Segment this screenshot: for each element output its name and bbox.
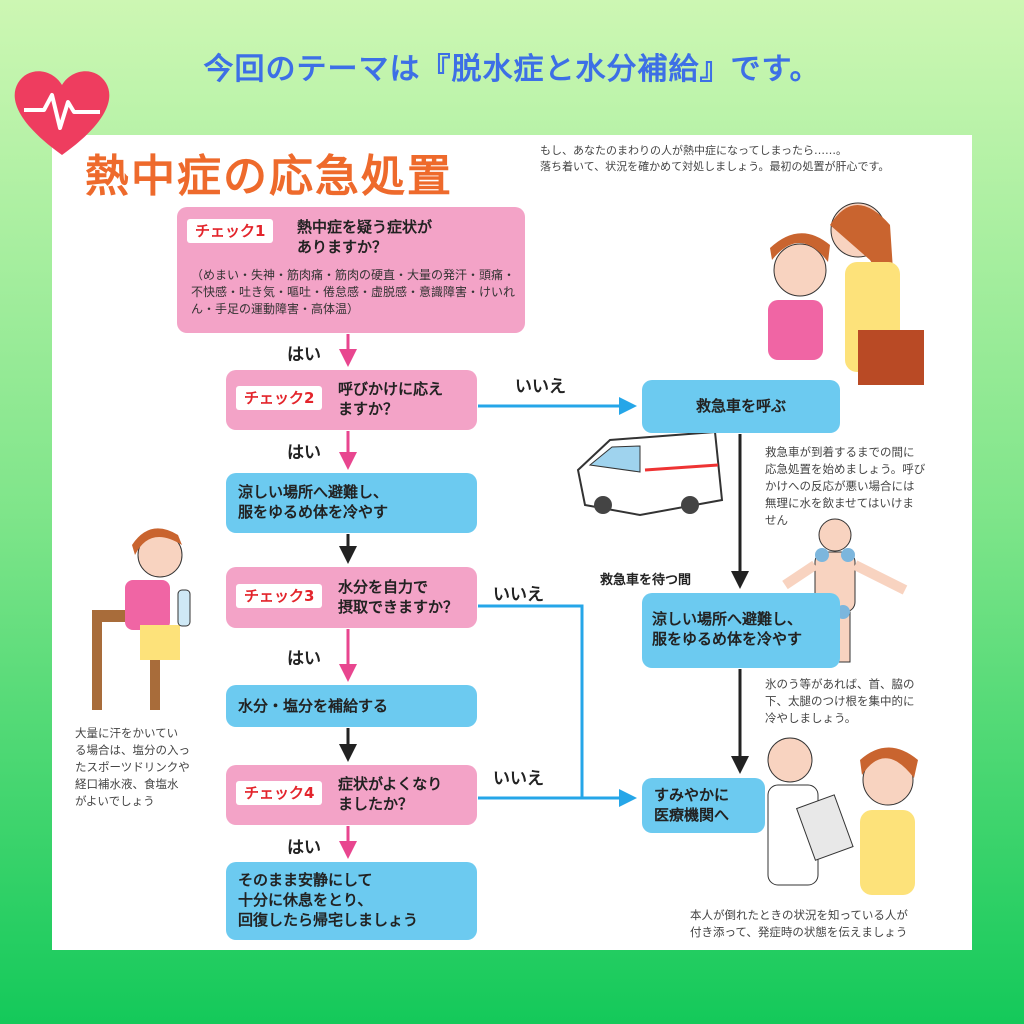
check2-tag: チェック2: [236, 386, 323, 410]
note-line: 無理に水を飲ませてはいけま: [765, 496, 914, 510]
check1-tag: チェック1: [187, 219, 274, 243]
step-line: 十分に休息をとり、: [238, 891, 373, 909]
note-line: 冷やしましょう。: [765, 711, 857, 725]
witness-note: 本人が倒れたときの状況を知っている人が 付き添って、発症時の状態を伝えましょう: [690, 907, 908, 941]
note-line: 付き添って、発症時の状態を伝えましょう: [690, 925, 908, 939]
nurse-phone-illustration: [767, 737, 918, 895]
check3-tag: チェック3: [236, 584, 323, 608]
note-line: 大量に汗をかいてい: [75, 726, 179, 740]
note-line: かけへの反応が悪い場合には: [765, 479, 915, 493]
no-label: いいえ: [493, 585, 544, 605]
step-line: そのまま安静にして: [238, 871, 373, 889]
yes-label: はい: [287, 345, 321, 365]
poster-title: 熱中症の応急処置: [85, 151, 453, 202]
question-line: ましたか？: [338, 795, 414, 813]
step-line: 服をゆるめ体を冷やす: [238, 503, 389, 521]
check4-box: チェック4 症状がよくなり ましたか？: [226, 765, 477, 825]
note-line: 経口補水液、食塩水: [75, 777, 179, 791]
right-cool-box: 涼しい場所へ避難し、 服をゆるめ体を冷やす: [642, 593, 840, 668]
intro-line: 落ち着いて、状況を確かめて対処しましょう。最初の処置が肝心です。: [540, 160, 890, 173]
check4-tag: チェック4: [236, 781, 323, 805]
note-line: 応急処置を始めましょう。呼び: [765, 462, 926, 476]
ambulance-note: 救急車が到着するまでの間に 応急処置を始めましょう。呼び かけへの反応が悪い場合…: [765, 444, 925, 529]
headline: 今回のテーマは『脱水症と水分補給』です。: [203, 52, 821, 87]
step-line: 医療機関へ: [654, 806, 730, 824]
check2-box: チェック2 呼びかけに応え ますか？: [226, 370, 477, 430]
check4-question: 症状がよくなり ましたか？: [338, 774, 442, 814]
question-line: 摂取できますか？: [338, 598, 459, 616]
question-line: 症状がよくなり: [338, 775, 443, 793]
step-line: 回復したら帰宅しましょう: [238, 911, 419, 929]
ambulance-illustration: [576, 430, 724, 517]
question-line: 熱中症を疑う症状が: [297, 218, 433, 236]
question-line: ますか？: [338, 400, 399, 418]
note-line: 下、太腿のつけ根を集中的に: [765, 694, 915, 708]
yes-label: はい: [287, 649, 321, 669]
caregiver-illustration: [768, 202, 924, 385]
check3-box: チェック3 水分を自力で 摂取できますか？: [226, 567, 477, 628]
step-line: 涼しい場所へ避難し、: [652, 610, 803, 628]
yes-label: はい: [287, 443, 321, 463]
sweat-note: 大量に汗をかいてい る場合は、塩分の入っ たスポーツドリンクや 経口補水液、食塩…: [75, 725, 190, 810]
ice-note: 氷のう等があれば、首、脇の 下、太腿のつけ根を集中的に 冷やしましょう。: [765, 676, 915, 727]
yes-label: はい: [287, 838, 321, 858]
note-line: 氷のう等があれば、首、脇の: [765, 677, 915, 691]
question-line: 水分を自力で: [338, 578, 429, 596]
wait-label: 救急車を待つ間: [600, 573, 692, 588]
note-line: せん: [765, 513, 788, 527]
step-line: 涼しい場所へ避難し、: [238, 483, 389, 501]
check2-question: 呼びかけに応え ますか？: [338, 379, 443, 419]
question-line: 呼びかけに応え: [338, 380, 444, 398]
call-ambulance-box: 救急車を呼ぶ: [642, 380, 840, 433]
hospital-box: すみやかに 医療機関へ: [642, 778, 765, 833]
no-label: いいえ: [515, 377, 566, 397]
cool-down-box: 涼しい場所へ避難し、 服をゆるめ体を冷やす: [226, 473, 477, 533]
note-line: がよいでしょう: [75, 794, 155, 808]
note-line: 本人が倒れたときの状況を知っている人が: [690, 908, 908, 922]
check1-box: チェック1 熱中症を疑う症状が ありますか？ （めまい・失神・筋肉痛・筋肉の硬直…: [177, 207, 525, 333]
intro-text: もし、あなたのまわりの人が熱中症になってしまったら……。 落ち着いて、状況を確か…: [540, 143, 889, 175]
note-line: たスポーツドリンクや: [75, 760, 190, 774]
child-drinking-illustration: [92, 528, 191, 710]
check1-question: 熱中症を疑う症状が ありますか？: [297, 217, 432, 257]
rest-box: そのまま安静にして 十分に休息をとり、 回復したら帰宅しましょう: [226, 862, 477, 940]
no-label: いいえ: [493, 769, 544, 789]
step-line: 服をゆるめ体を冷やす: [652, 630, 803, 648]
note-line: 救急車が到着するまでの間に: [765, 445, 915, 459]
check1-symptoms: （めまい・失神・筋肉痛・筋肉の硬直・大量の発汗・頭痛・不快感・吐き気・嘔吐・倦怠…: [191, 268, 516, 316]
step-line: すみやかに: [654, 786, 730, 804]
intro-line: もし、あなたのまわりの人が熱中症になってしまったら……。: [540, 144, 848, 157]
note-line: る場合は、塩分の入っ: [75, 743, 190, 757]
hydrate-box: 水分・塩分を補給する: [226, 685, 477, 727]
check3-question: 水分を自力で 摂取できますか？: [338, 577, 458, 617]
arrow-no-3: [478, 604, 584, 798]
question-line: ありますか？: [297, 238, 388, 256]
